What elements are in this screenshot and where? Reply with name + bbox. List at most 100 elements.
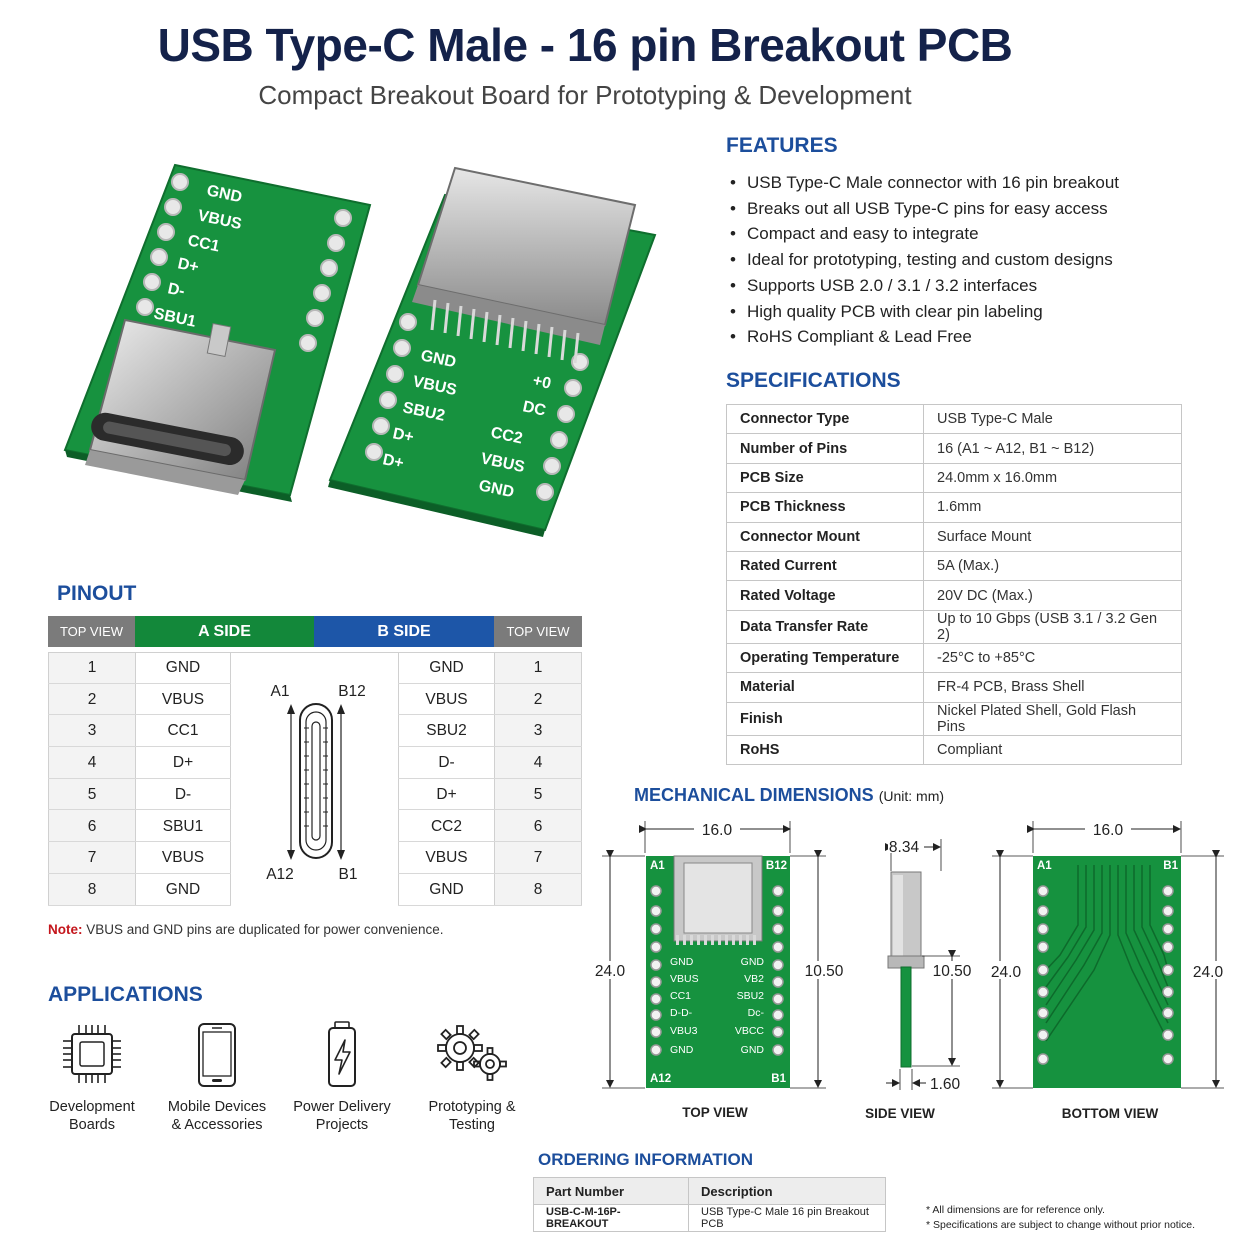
pin-a-name: D- [135,779,231,811]
pinout-header-top-view: TOP VIEW [48,616,135,647]
gears-icon [437,1025,507,1081]
top-pcb-label-left: VBUS [670,973,699,985]
pin-number: 7 [48,842,136,874]
application-label: Prototyping & [428,1099,516,1115]
top-corner-b1: B1 [771,1073,786,1085]
table-row: Part Number Description [533,1177,886,1205]
spec-key: PCB Size [726,462,924,494]
spec-key: Connector Type [726,403,924,435]
pin-number: 6 [494,811,582,843]
usb-c-connector-diagram: A1 B12 A12 B1 [266,683,366,883]
feature-item: Compact and easy to integrate [726,221,1226,247]
spec-key: Rated Current [726,550,924,582]
top-corner-a12: A12 [650,1073,671,1085]
photo-label: D- [166,280,186,300]
pin-number: 5 [48,779,136,811]
phone-icon [198,1023,236,1087]
dim-bottom-width: 16.0 [1093,822,1124,839]
ordering-col-part: Part Number [533,1177,689,1205]
disclaimer: * All dimensions are for reference only.… [926,1203,1195,1233]
bottom-corner-b1: B1 [1163,860,1178,872]
pin-a-name: VBUS [135,842,231,874]
top-pcb-label-right: SBU2 [737,990,765,1002]
pin-number: 6 [48,811,136,843]
features-list: USB Type-C Male connector with 16 pin br… [726,170,1226,350]
diagram-label-a12: A12 [266,866,294,883]
features-heading: FEATURES [726,134,838,157]
pinout-heading: PINOUT [57,582,137,605]
spec-value: Up to 10 Gbps (USB 3.1 / 3.2 Gen 2) [923,609,1182,644]
spec-value: 20V DC (Max.) [923,580,1182,611]
pin-number: 3 [48,715,136,748]
pin-number: 1 [48,652,136,684]
pin-number: 1 [494,652,582,684]
application-mobile-devices: Mobile Devices& Accessories [155,1020,279,1134]
pin-number: 5 [494,779,582,811]
top-pcb-label-right: Dc- [748,1007,765,1019]
pin-b-name: D- [398,747,495,779]
spec-value: Compliant [923,734,1182,765]
pin-b-name: VBUS [398,842,495,874]
product-photo: GND VBUS CC1 D+ D- SBU1 [63,163,657,537]
feature-item: Ideal for prototyping, testing and custo… [726,247,1226,273]
application-label: Projects [315,1117,369,1133]
pin-number: 8 [48,874,136,906]
pin-number: 2 [494,684,582,716]
table-row: Operating Temperature-25°C to +85°C [726,642,1182,674]
pin-number: 7 [494,842,582,874]
diagram-label-b12: B12 [338,683,366,700]
top-pcb-label-left: GND [670,1044,694,1056]
mechanical-heading: MECHANICAL DIMENSIONS (Unit: mm) [634,785,944,806]
table-row: USB-C-M-16P-BREAKOUT USB Type-C Male 16 … [533,1204,886,1232]
application-label: Testing [449,1117,495,1133]
pin-a-name: D+ [135,747,231,779]
spec-key: Data Transfer Rate [726,609,924,644]
pin-a-name: SBU1 [135,811,231,843]
spec-key: Material [726,672,924,703]
bottom-view: 16.0 24.0 A1 B1 24.0 BOTTOM VIEW [987,821,1226,1121]
spec-value: 16 (A1 ~ A12, B1 ~ B12) [923,433,1182,464]
pin-number: 2 [48,684,136,716]
view-label-top: TOP VIEW [682,1105,748,1120]
pin-number: 3 [494,715,582,748]
pinout-diagram-area [230,652,399,906]
spec-value: USB Type-C Male [923,403,1182,435]
feature-item: USB Type-C Male connector with 16 pin br… [726,170,1226,196]
top-pcb-label-left: VBU3 [670,1025,698,1037]
board-right: GND VBUS SBU2 D+ D+ +0 DC CC2 VBUS GND [328,166,657,537]
top-corner-b12: B12 [766,860,787,872]
note-label: Note: [48,922,83,937]
spec-value: Nickel Plated Shell, Gold Flash Pins [923,701,1182,736]
pin-b-name: GND [398,874,495,906]
spec-value: 1.6mm [923,492,1182,523]
pin-a-name: GND [135,652,231,684]
pin-b-name: GND [398,652,495,684]
pinout-header-b-side: B SIDE [314,616,494,647]
feature-item: Breaks out all USB Type-C pins for easy … [726,196,1226,222]
application-label: Development [49,1099,135,1115]
top-pcb-label-right: VBCC [735,1025,765,1037]
disclaimer-line: * All dimensions are for reference only. [926,1204,1105,1216]
photo-label: D+ [381,451,405,472]
pinout-header: TOP VIEW A SIDE B SIDE TOP VIEW [48,616,582,647]
dim-side-thickness: 1.60 [930,1076,961,1093]
top-pcb-label-right: VB2 [744,973,764,985]
spec-value: FR-4 PCB, Brass Shell [923,672,1182,703]
board-left: GND VBUS CC1 D+ D- SBU1 [63,163,372,502]
pinout-header-a-side: A SIDE [135,616,314,647]
pin-a-name: CC1 [135,715,231,748]
top-corner-a1: A1 [650,860,665,872]
pin-b-name: VBUS [398,684,495,716]
diagram-label-b1: B1 [339,866,358,883]
dim-side-width: 8.34 [889,839,920,856]
application-label: Power Delivery [293,1099,391,1115]
